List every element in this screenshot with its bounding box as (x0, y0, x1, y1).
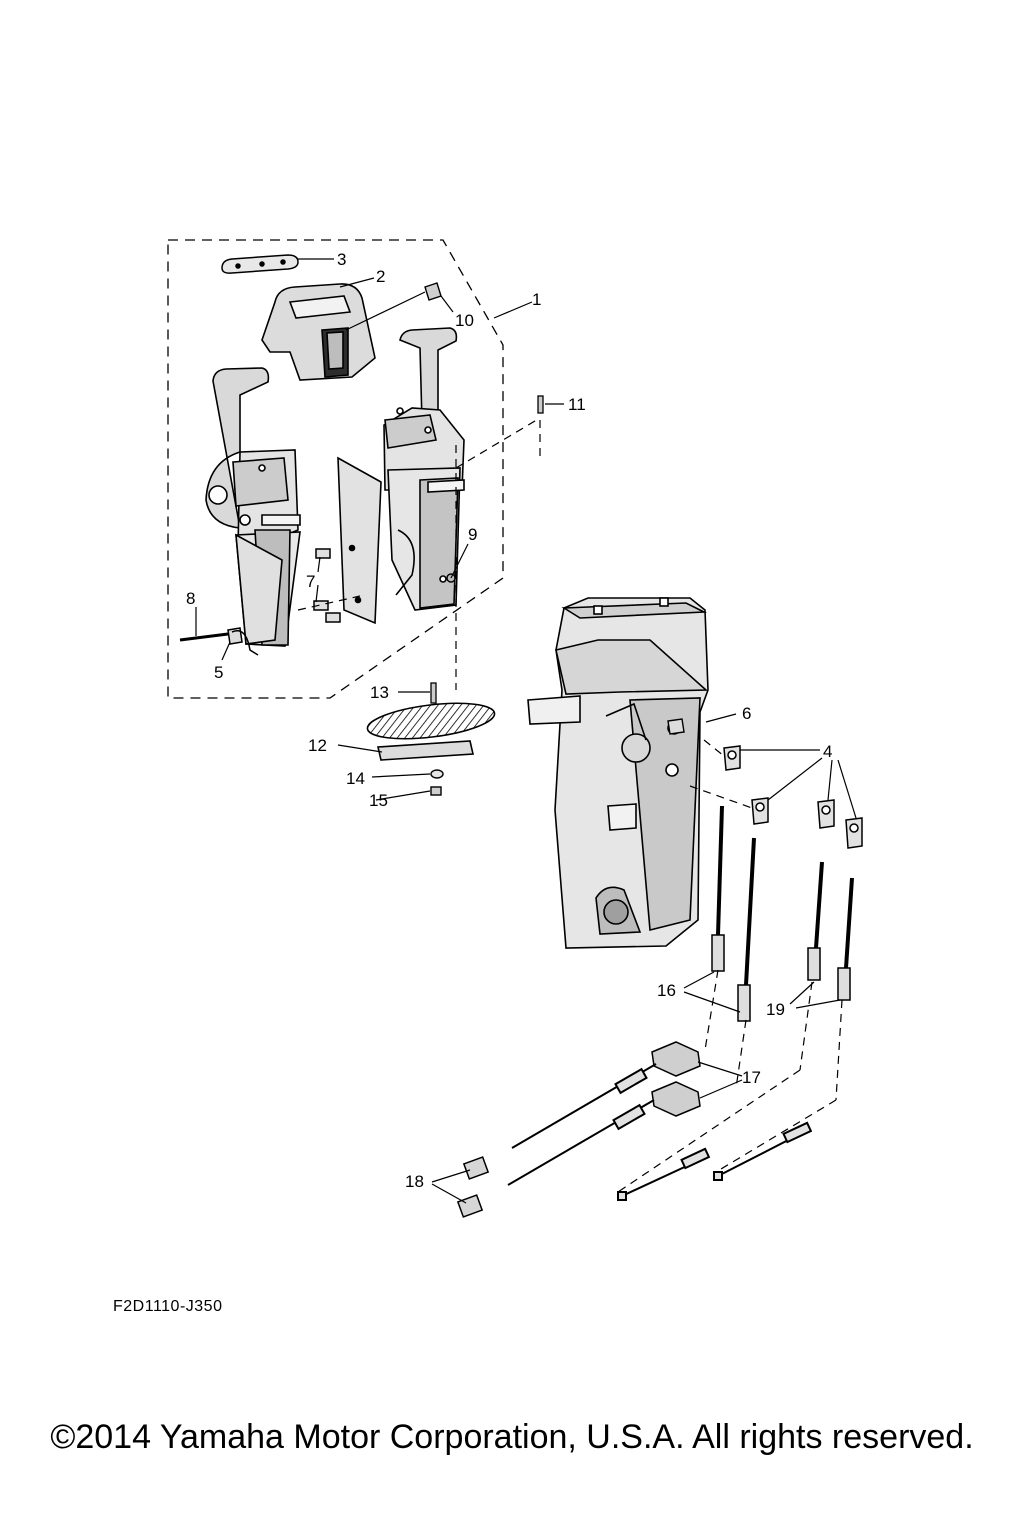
callout-1: 1 (532, 290, 541, 309)
assembly-boundary (167, 239, 504, 699)
callout-7: 7 (306, 572, 315, 591)
right-lever-housing (383, 327, 465, 611)
part-7-screws (313, 548, 341, 623)
callout-labels: 1 2 3 4 5 6 7 8 9 10 11 12 13 14 15 16 1… (186, 250, 832, 1191)
part-6-link (667, 718, 685, 735)
copyright-notice: ©2014 Yamaha Motor Corporation, U.S.A. A… (50, 1418, 974, 1456)
part-3-plate (221, 254, 299, 274)
callout-15: 15 (369, 791, 388, 810)
callout-2: 2 (376, 267, 385, 286)
part-18-caps (456, 1156, 490, 1218)
callout-12: 12 (308, 736, 327, 755)
dashed-alignment-lines (297, 417, 843, 1193)
part-14-washer (430, 769, 444, 779)
callout-6: 6 (742, 704, 751, 723)
callout-17: 17 (742, 1068, 761, 1087)
part-10-block (424, 282, 442, 301)
part-4-cable-ends (723, 745, 863, 849)
left-lever-housing (205, 367, 301, 647)
callout-11: 11 (568, 395, 586, 414)
long-cables (507, 1063, 657, 1186)
callout-14: 14 (346, 769, 365, 788)
center-plate (337, 456, 382, 625)
part-13-screw (430, 682, 437, 704)
callout-5: 5 (214, 663, 223, 682)
callout-16: 16 (657, 981, 676, 1000)
part-15-nut (430, 786, 442, 796)
leader-lines (195, 258, 857, 1204)
part-12-gasket (366, 702, 496, 761)
callout-19: 19 (766, 1000, 785, 1019)
part-2-cover (261, 283, 376, 381)
part-17-fittings (651, 1041, 701, 1117)
drawing-code: F2D1110-J350 (113, 1298, 223, 1315)
part-11-pin (537, 395, 544, 414)
callout-10: 10 (455, 311, 474, 330)
part-5-8-bolt-wire (179, 627, 259, 656)
callout-13: 13 (370, 683, 389, 702)
callout-18: 18 (405, 1172, 424, 1191)
lower-right-cables (617, 1121, 813, 1201)
callout-3: 3 (337, 250, 346, 269)
callout-9: 9 (468, 525, 477, 544)
callout-4: 4 (823, 742, 832, 761)
callout-8: 8 (186, 589, 195, 608)
part-16-cables (711, 805, 756, 1022)
part-19-cables (807, 861, 854, 1001)
control-body (527, 597, 709, 949)
